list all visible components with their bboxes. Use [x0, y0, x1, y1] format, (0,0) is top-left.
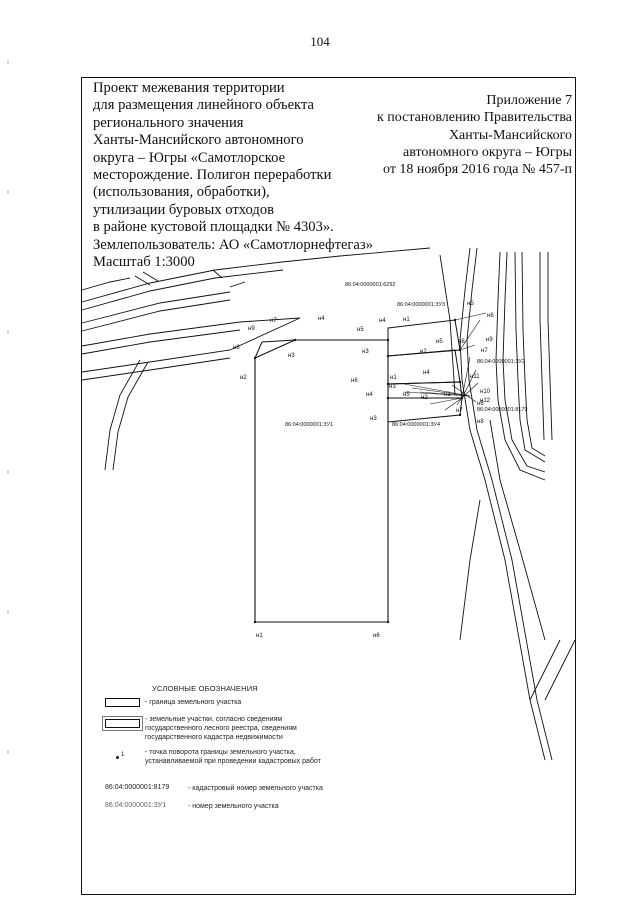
- appendix-line: Приложение 7: [486, 93, 572, 108]
- point-label: н8: [477, 419, 484, 425]
- legend-point-line: устанавливаемой при проведении кадастров…: [145, 758, 321, 765]
- point-label: н4: [318, 316, 325, 322]
- point-label: н7: [270, 318, 277, 324]
- point-label: н1: [256, 633, 263, 639]
- point-label: н5: [436, 339, 443, 345]
- point-label: н6: [487, 313, 494, 319]
- cadastral-label: 86:04:0000001:ЗУ2: [477, 359, 525, 365]
- turning-point-number: 1: [121, 752, 125, 758]
- point-label: н8: [458, 339, 465, 345]
- title-line: в районе кустовой площадки № 4303».: [93, 219, 334, 236]
- title-line: Ханты-Мансийского автономного: [93, 132, 304, 149]
- legend-parcel-text: - номер земельного участка: [188, 803, 279, 810]
- cadastral-label: 86:04:0000001:ЗУ3: [397, 302, 445, 308]
- parcel-zu1-edge: [254, 341, 263, 359]
- title-line: для размещения линейного объекта: [93, 97, 314, 114]
- appendix-line: от 18 ноября 2016 года № 457-п: [383, 162, 572, 178]
- legend-forest-line: - земельные участки, согласно сведениям: [145, 716, 283, 723]
- appendix-line: автономного округа – Югры: [403, 144, 572, 160]
- parcel-zu1-boundary: [254, 339, 389, 623]
- legend-forest-line: государственного кадастра недвижимости: [145, 734, 283, 741]
- turning-point-icon: [116, 756, 119, 759]
- cadastral-label: 86:04:0000001:ЗУ1: [285, 422, 333, 428]
- point-label: н3: [288, 353, 295, 359]
- title-line: регионального значения: [93, 114, 244, 131]
- point-label: н11: [470, 374, 480, 380]
- point-label: н7: [456, 408, 463, 414]
- point-label: н9: [248, 326, 255, 332]
- point-label: н4: [379, 318, 386, 324]
- point-label: н1: [444, 392, 451, 398]
- legend-boundary-text: - граница земельного участка: [145, 699, 242, 706]
- drawing-frame: [81, 77, 576, 895]
- title-line: (использования, обработки),: [93, 184, 270, 201]
- point-label: н5: [467, 301, 474, 307]
- title-line: месторождение. Полигон переработки: [93, 167, 332, 184]
- legend-forest-text: - земельные участки, согласно сведениям …: [145, 715, 297, 742]
- point-label: н2: [420, 349, 427, 355]
- legend-cadastral-text: - кадастровый номер земельного участка: [188, 785, 323, 792]
- leader-lines: [403, 312, 487, 411]
- project-title: Проект межевания территории для размещен…: [93, 80, 393, 271]
- point-label: н1: [403, 317, 410, 323]
- parcel-zu1-edge: [261, 339, 296, 343]
- point-label: н5: [403, 392, 410, 398]
- cadastral-label: 86:04:0000001:8179: [477, 407, 527, 413]
- cadastral-label: 86:04:0000001:6292: [345, 282, 395, 288]
- point-label: н5: [357, 327, 364, 333]
- pipeline-lines: [439, 247, 576, 761]
- point-label: н4: [423, 370, 430, 376]
- forest-parcel-swatch: [105, 719, 140, 728]
- point-label: н3: [370, 416, 377, 422]
- appendix-line: Ханты-Мансийского: [448, 127, 572, 143]
- appendix-line: к постановлению Правительства: [376, 110, 572, 126]
- legend-heading: УСЛОВНЫЕ ОБОЗНАЧЕНИЯ: [152, 684, 258, 693]
- point-label: н6: [477, 401, 484, 407]
- point-label: н9: [486, 337, 493, 343]
- title-line: Проект межевания территории: [93, 80, 285, 96]
- appendix-note: Приложение 7 к постановлению Правительст…: [312, 92, 572, 178]
- cadastral-number-sample: 86:04:0000001:8179: [105, 784, 170, 791]
- page-number: 104: [310, 34, 330, 49]
- road-lines: [81, 247, 431, 471]
- point-label: н2: [240, 375, 247, 381]
- point-label: н6: [373, 633, 380, 639]
- cadastral-label: 86:04:0000001:ЗУ4: [392, 422, 440, 428]
- point-label: н2: [421, 395, 428, 401]
- legend-forest-line: государственного лесного реестра, сведен…: [145, 725, 297, 732]
- land-user-line: Землепользователь: АО «Самотлорнефтегаз»: [93, 236, 373, 253]
- point-markers: [253, 318, 464, 624]
- point-label: н3: [362, 349, 369, 355]
- parcel-number-sample: 86:04:0000001:ЗУ1: [105, 802, 167, 809]
- point-label: н7: [481, 348, 488, 354]
- point-label: н8: [233, 345, 240, 351]
- title-line: утилизации буровых отходов: [93, 201, 275, 218]
- point-label: н3: [389, 384, 396, 390]
- point-label: н1: [390, 375, 397, 381]
- scale-line: Масштаб 1:3000: [93, 254, 195, 271]
- boundary-swatch: [105, 698, 140, 707]
- point-label: н6: [351, 378, 358, 384]
- legend-point-line: - точка поворота границы земельного учас…: [145, 749, 296, 756]
- point-label: н4: [366, 392, 373, 398]
- title-line: округа – Югры «Самотлорское: [93, 149, 286, 166]
- point-label: н12: [480, 398, 491, 404]
- legend-point-text: - точка поворота границы земельного учас…: [145, 748, 321, 766]
- point-label: н10: [480, 389, 491, 395]
